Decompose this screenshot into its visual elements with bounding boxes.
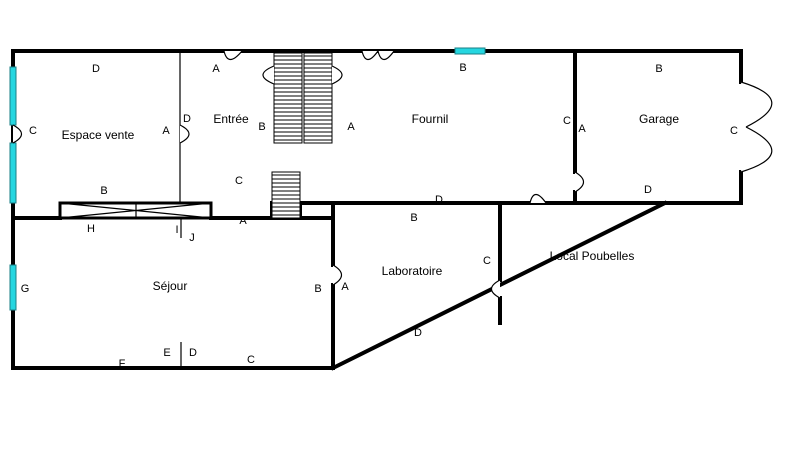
- wall-label-labo-top: B: [410, 212, 417, 224]
- stair-steps: [274, 55, 332, 141]
- door-vente-entree: [179, 124, 190, 144]
- wall-label-fournil-left: A: [347, 121, 355, 133]
- crossed-opening: [58, 201, 213, 220]
- wall-label-labo-bottom: D: [414, 327, 422, 339]
- window-vente-upper: [9, 66, 17, 126]
- window-fournil: [454, 47, 486, 55]
- door-garage-left: [574, 171, 585, 193]
- door-poubelles: [490, 279, 501, 299]
- wall-label-vente-right: A: [162, 125, 170, 137]
- wall-label-sejour-right: B: [314, 283, 321, 295]
- window-sejour: [9, 264, 17, 311]
- wall-label-sejour-a: A: [239, 215, 247, 227]
- wall-label-entree-top: A: [212, 63, 220, 75]
- wall-label-sejour-c: C: [247, 354, 255, 366]
- stairs-landing-left: [262, 65, 275, 85]
- stairs: [262, 52, 343, 219]
- stairs-2: [303, 52, 333, 144]
- wall-label-labo-right: C: [483, 255, 491, 267]
- room-fournil: Fournil: [412, 112, 449, 126]
- room-local-poubelles: Local Poubelles: [550, 249, 635, 263]
- wall-label-fournil-bottom: D: [435, 194, 443, 206]
- wall-label-garage-bottom: D: [644, 184, 652, 196]
- door-labo-left: [332, 264, 343, 286]
- stairs-landing-right: [331, 65, 343, 85]
- wall-label-vente-bottom: B: [100, 185, 107, 197]
- door-garage-right-upper: [740, 81, 773, 128]
- door-fournil-bottom: [529, 193, 547, 204]
- wall-label-sejour-h: H: [87, 223, 95, 235]
- room-labels: Espace vente Entrée Fournil Garage Séjou…: [62, 112, 680, 293]
- walls: [11, 49, 743, 371]
- wall-label-fournil-right: C: [563, 115, 571, 127]
- wall-label-sejour-left: G: [21, 283, 30, 295]
- wall-label-vente-top: D: [92, 63, 100, 75]
- wall-label-sejour-j: J: [189, 232, 195, 244]
- wall-label-sejour-d: D: [189, 347, 197, 359]
- wall-label-sejour-f: F: [119, 358, 126, 370]
- wall-label-entree-right: B: [258, 121, 265, 133]
- wall-label-sejour-i: I: [175, 224, 178, 236]
- door-fournil-top-2: [377, 50, 395, 61]
- room-sejour: Séjour: [153, 279, 188, 293]
- room-laboratoire: Laboratoire: [382, 264, 443, 278]
- door-fournil-top-1: [361, 50, 379, 61]
- window-vente-lower: [9, 142, 17, 204]
- doors: [12, 50, 773, 299]
- wall-label-garage-left: A: [578, 123, 586, 135]
- wall-label-fournil-top: B: [459, 62, 466, 74]
- door-vente-left: [12, 124, 23, 144]
- stairs-1: [273, 52, 303, 144]
- wall-labels: D C A B A D B C A B C D B A C D H I J A …: [21, 62, 738, 370]
- wall-label-labo-left: A: [341, 281, 349, 293]
- stair-steps-lower: [272, 174, 300, 216]
- wall-label-entree-bottom: C: [235, 175, 243, 187]
- room-garage: Garage: [639, 112, 679, 126]
- door-entree-top: [223, 50, 243, 61]
- door-garage-right-lower: [740, 126, 773, 173]
- wall-label-sejour-e: E: [163, 347, 170, 359]
- wall-label-entree-left: D: [183, 113, 191, 125]
- room-entree: Entrée: [213, 112, 249, 126]
- wall-label-garage-right: C: [730, 125, 738, 137]
- wall-label-garage-top: B: [655, 63, 662, 75]
- wall-label-vente-left: C: [29, 125, 37, 137]
- room-espace-vente: Espace vente: [62, 128, 135, 142]
